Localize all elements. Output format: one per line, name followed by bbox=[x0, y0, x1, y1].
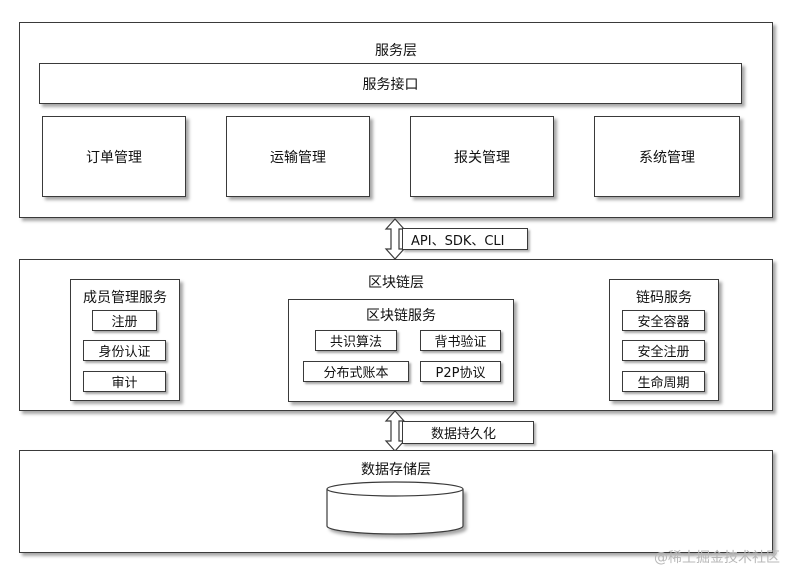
blockchain-layer-title: 区块链层 bbox=[368, 275, 424, 291]
module-transport-management: 运输管理 bbox=[226, 116, 370, 197]
chaincode-item-secure-container: 安全容器 bbox=[622, 310, 705, 331]
chain-item-distributed-ledger: 分布式账本 bbox=[303, 361, 409, 382]
chain-service-title: 区块链服务 bbox=[366, 308, 436, 324]
chain-item-consensus: 共识算法 bbox=[315, 330, 397, 351]
module-system-management: 系统管理 bbox=[594, 116, 740, 197]
service-layer-title: 服务层 bbox=[375, 43, 417, 59]
storage-layer-title: 数据存储层 bbox=[361, 462, 431, 478]
chaincode-item-secure-registration: 安全注册 bbox=[622, 340, 705, 361]
member-item-audit: 审计 bbox=[83, 371, 166, 392]
member-item-identity-auth: 身份认证 bbox=[83, 340, 166, 361]
chain-item-endorsement: 背书验证 bbox=[420, 330, 501, 351]
module-customs-management: 报关管理 bbox=[410, 116, 554, 197]
chain-item-p2p: P2P协议 bbox=[420, 361, 501, 382]
module-order-management: 订单管理 bbox=[42, 116, 186, 197]
watermark: @稀土掘金技术社区 bbox=[654, 550, 780, 566]
member-service-title: 成员管理服务 bbox=[83, 290, 167, 306]
chaincode-item-lifecycle: 生命周期 bbox=[622, 371, 705, 392]
data-persistence-label: 数据持久化 bbox=[402, 421, 534, 444]
service-interface-box: 服务接口 bbox=[39, 63, 742, 104]
chaincode-service-title: 链码服务 bbox=[636, 290, 692, 306]
database-cylinder-icon bbox=[326, 481, 464, 535]
member-item-register: 注册 bbox=[92, 310, 157, 331]
api-sdk-cli-label: API、SDK、CLI bbox=[402, 228, 528, 250]
